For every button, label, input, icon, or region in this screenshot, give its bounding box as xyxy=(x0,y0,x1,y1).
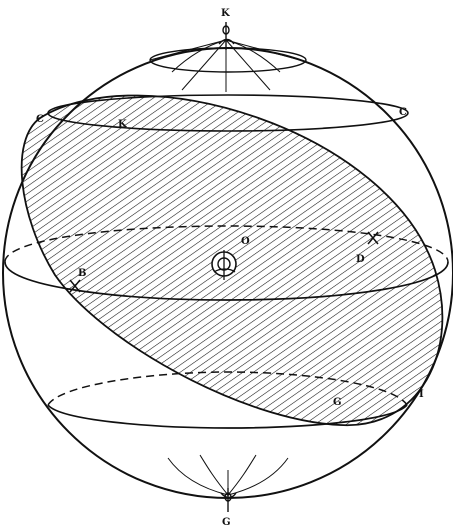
upper-parallel-circle xyxy=(149,47,307,73)
node-d-marker xyxy=(367,231,379,245)
label-d: D xyxy=(356,254,365,265)
equator-circle xyxy=(4,225,449,301)
label-g-bottom: G xyxy=(222,517,231,528)
label-k-top: K xyxy=(221,8,230,19)
lower-parallel-circle xyxy=(47,371,408,429)
south-pole-marker xyxy=(220,488,237,512)
label-i: I xyxy=(419,389,424,400)
label-c-left: C xyxy=(36,114,44,125)
north-pole-marker xyxy=(218,22,235,50)
label-b: B xyxy=(78,268,86,279)
label-g-mid: G xyxy=(333,397,342,408)
central-body-o xyxy=(211,250,237,280)
label-c-right: C xyxy=(399,107,407,118)
label-o: O xyxy=(241,236,250,247)
node-b-marker xyxy=(69,279,81,293)
label-k-upper: K xyxy=(118,119,127,130)
